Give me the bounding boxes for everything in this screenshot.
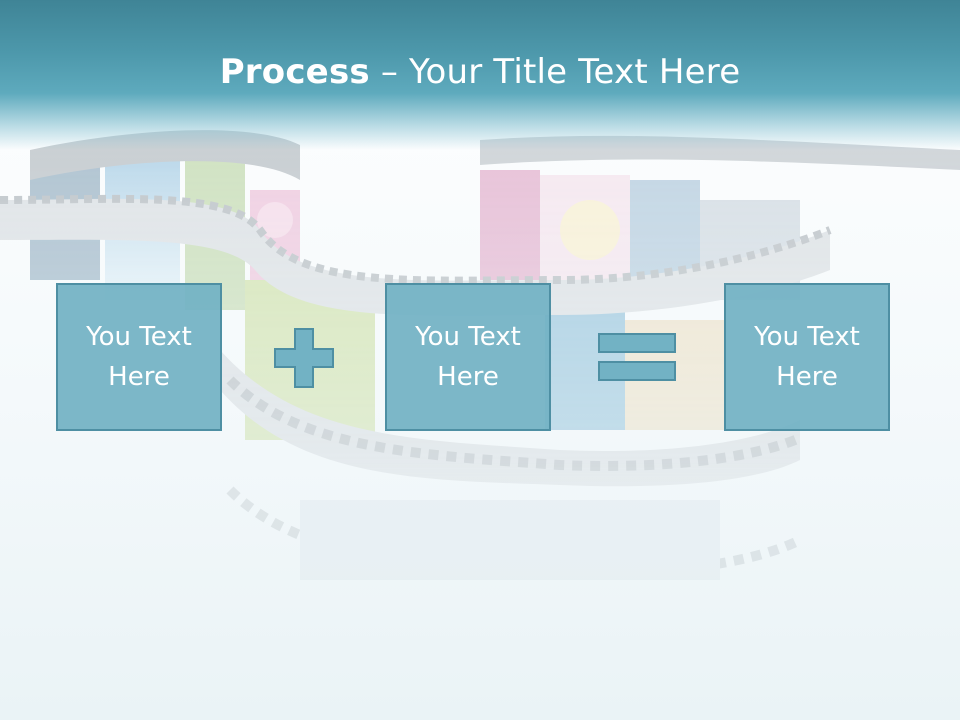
title-bold: Process: [219, 52, 370, 92]
box-1-line-2: Here: [108, 362, 170, 392]
film-strip-background-image: [0, 130, 960, 580]
process-box-1[interactable]: You Text Here: [56, 283, 222, 431]
equals-icon: [598, 333, 676, 381]
header-band: [0, 0, 960, 150]
box-2-line-2: Here: [437, 362, 499, 392]
title-rest: – Your Title Text Here: [369, 52, 741, 92]
box-2-line-1: You Text: [415, 322, 521, 352]
process-box-2[interactable]: You Text Here: [385, 283, 551, 431]
plus-icon: [274, 328, 334, 388]
box-3-line-2: Here: [776, 362, 838, 392]
slide-title[interactable]: Process – Your Title Text Here: [0, 52, 960, 92]
box-1-line-1: You Text: [86, 322, 192, 352]
process-box-3[interactable]: You Text Here: [724, 283, 890, 431]
box-3-line-1: You Text: [754, 322, 860, 352]
